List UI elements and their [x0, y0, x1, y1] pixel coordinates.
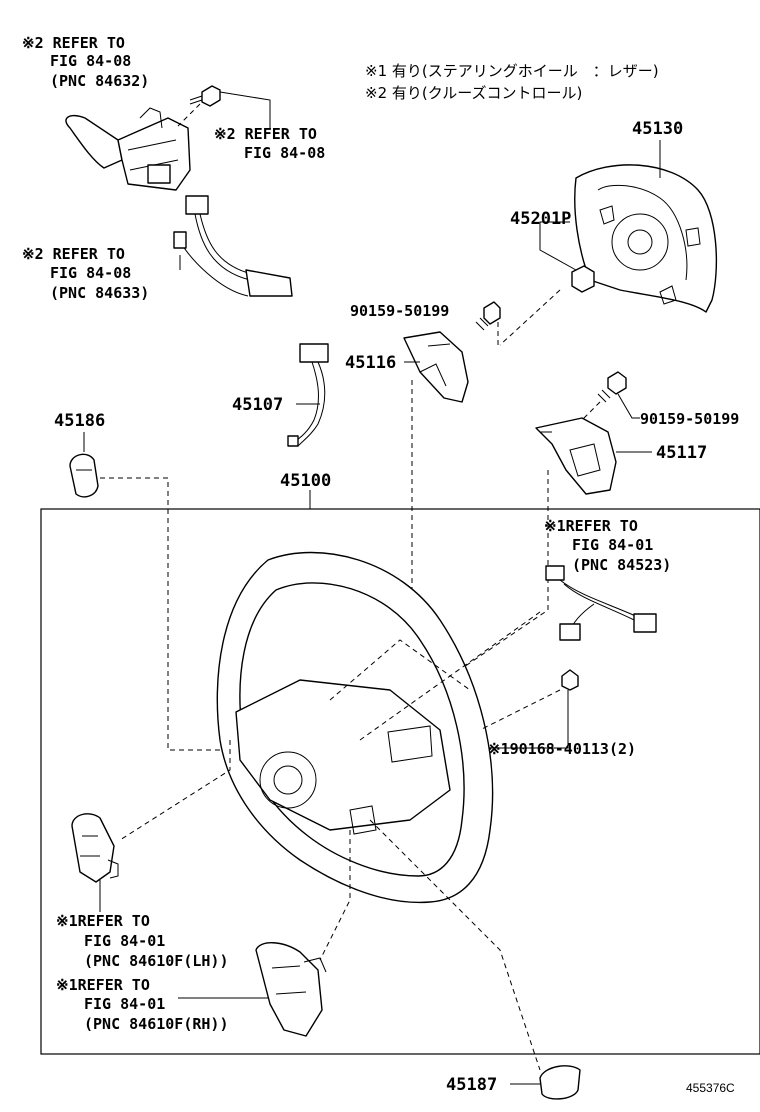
ref-cruise-switch-line3: (PNC 84632) [50, 72, 149, 90]
part-90159-right: 90159-50199 [640, 410, 739, 428]
cover-45117 [535, 417, 617, 495]
ref-switch-lh-line2: FIG 84-01 [84, 932, 165, 950]
switch-rh [255, 942, 327, 1037]
ref-cruise-wire-line2: FIG 84-08 [50, 264, 131, 282]
ref-cruise-wire-line3: (PNC 84633) [50, 284, 149, 302]
ref-switch-lh-line3: (PNC 84610F(LH)) [84, 952, 229, 970]
screw-90159-right [597, 371, 627, 403]
ref-switch-rh-line3: (PNC 84610F(RH)) [84, 1015, 229, 1033]
assembly-box-45100 [40, 508, 760, 1055]
screw-90159-top [475, 301, 501, 331]
ref-cruise-switch-line1: ※2 REFER TO [22, 34, 125, 52]
ref-cruise-screw-line1: ※2 REFER TO [214, 125, 317, 143]
ref-steering-wire-line3: (PNC 84523) [572, 556, 671, 574]
ref-cruise-screw-line2: FIG 84-08 [244, 144, 325, 162]
part-45107: 45107 [232, 395, 283, 415]
switch-lh [71, 813, 119, 883]
cap-45187 [539, 1065, 581, 1100]
cruise-control-switch [65, 107, 191, 191]
note-leather: ※1 有り(ステアリングホイール ：レザー) [365, 62, 659, 80]
ref-cruise-wire-line1: ※2 REFER TO [22, 245, 125, 263]
part-45130: 45130 [632, 119, 683, 139]
ref-switch-lh-line1: ※1REFER TO [56, 912, 150, 930]
cap-45186 [69, 453, 99, 498]
ref-cruise-switch-line2: FIG 84-08 [50, 52, 131, 70]
part-45186: 45186 [54, 411, 105, 431]
part-45117: 45117 [656, 443, 707, 463]
cruise-control-screw [189, 85, 221, 107]
screw-90168 [561, 669, 579, 691]
note-cruise: ※2 有り(クルーズコントロール) [365, 84, 582, 102]
part-90159-top: 90159-50199 [350, 302, 449, 320]
part-45100: 45100 [280, 471, 331, 491]
nut-45201P [571, 265, 595, 293]
steering-pad-wire [545, 565, 657, 641]
part-45187: 45187 [446, 1075, 497, 1095]
horn-pad-45130 [574, 164, 718, 313]
part-45201P: 45201P [510, 209, 571, 229]
cover-45116 [403, 331, 469, 403]
ref-steering-wire-line2: FIG 84-01 [572, 536, 653, 554]
wire-45107 [287, 343, 329, 447]
ref-switch-rh-line2: FIG 84-01 [84, 995, 165, 1013]
part-45116: 45116 [345, 353, 396, 373]
part-90168: ※190168-40113(2) [488, 740, 636, 758]
drawing-code: 455376C [686, 1081, 735, 1095]
cruise-wire-harness [173, 195, 293, 297]
ref-steering-wire-line1: ※1REFER TO [544, 517, 638, 535]
ref-switch-rh-line1: ※1REFER TO [56, 976, 150, 994]
steering-wheel [216, 551, 494, 904]
